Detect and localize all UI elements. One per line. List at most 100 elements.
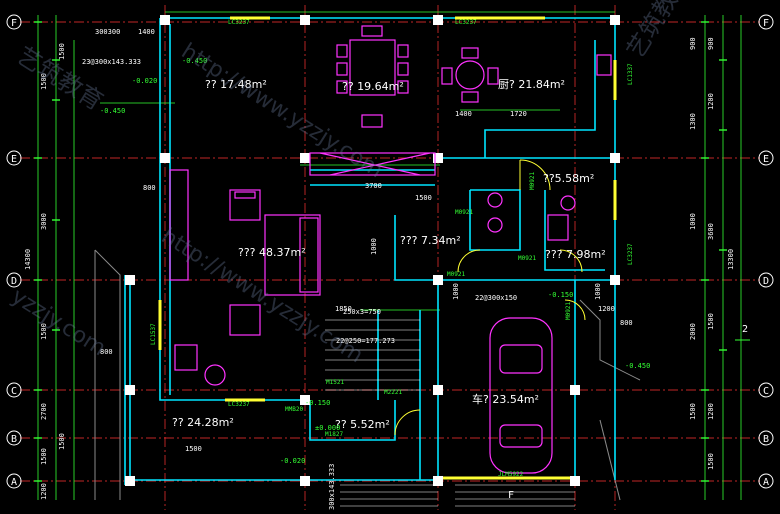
dim-text: 1500 (185, 445, 202, 453)
annotations: 250x3=750 22@250=177.273 22@300x150 23@3… (82, 19, 750, 510)
dim-text: 1400 (455, 110, 472, 118)
dim-text: 3700 (365, 182, 382, 190)
watermark-text: http://www.yzzjy.com (177, 39, 387, 183)
axis-label: C (11, 386, 17, 397)
level-mark: ±0.000 (315, 424, 340, 432)
axis-bubble: F (758, 14, 774, 30)
axis-label: A (763, 477, 769, 488)
door-tag: M0921 (565, 302, 572, 320)
dim-text: 1400 (138, 28, 155, 36)
axis-label: C (763, 386, 769, 397)
dim-text: 1720 (510, 110, 527, 118)
door-tag: M1521 (326, 379, 344, 386)
axis-bubble: C (758, 382, 774, 398)
window-tag: LC3237 (455, 19, 477, 26)
stair-label: 22@250=177.273 (336, 337, 395, 345)
room-label-terrace: ?? 24.28m² (172, 416, 234, 429)
dim-text: 1200 (707, 93, 715, 110)
dim-text: 1500 (40, 73, 48, 90)
axis-label: E (11, 154, 17, 165)
dimension-lines (34, 11, 742, 500)
dim-text: 900 (689, 37, 697, 50)
level-mark: -0.450 (100, 107, 125, 115)
window-tag: LC1337 (627, 63, 634, 85)
dim-text: 1500 (707, 313, 715, 330)
column-spec-label: 23@300x143.333 (82, 58, 141, 66)
stair-label: 22@300x150 (475, 294, 517, 302)
dim-text: 1200 (707, 403, 715, 420)
axis-bubble: A (6, 473, 22, 489)
door-tag: M2221 (384, 389, 402, 396)
dim-text: 1000 (452, 283, 460, 300)
axis-label: B (763, 434, 769, 445)
room-label-bath: ??5.58m² (543, 172, 594, 185)
column-spec-label: 300x143.333 (328, 464, 336, 510)
axis-bubble: E (6, 150, 22, 166)
door-tag: M0921 (529, 172, 536, 190)
axis-bubble: E (758, 150, 774, 166)
dim-text: 1200 (40, 483, 48, 500)
dim-text: 1300 (689, 113, 697, 130)
dim-text: 1500 (58, 433, 66, 450)
dim-text: 1500 (40, 323, 48, 340)
dim-text: 1000 (689, 213, 697, 230)
doors-windows (158, 16, 617, 480)
window-tag: LC3237 (228, 19, 250, 26)
axis-bubble: D (6, 272, 22, 288)
axis-label: F (11, 18, 17, 29)
axis-bubbles-left: F E D C B A (6, 14, 22, 489)
level-mark: -0.450 (625, 362, 650, 370)
dim-text: 800 (143, 184, 156, 192)
door-tag: M0921 (518, 255, 536, 262)
dim-text: 1200 (598, 305, 615, 313)
door-tag: M0921 (447, 271, 465, 278)
axis-bubble: C (6, 382, 22, 398)
axis-bubble: A (758, 473, 774, 489)
dim-text: 1000 (594, 283, 602, 300)
dim-text: 1500 (40, 448, 48, 465)
dim-text: 1850 (335, 305, 352, 313)
axis-bubbles-right: F E D C B A (758, 14, 774, 489)
room-label-storage: ??? 7.98m² (545, 248, 606, 261)
axis-bubble: D (758, 272, 774, 288)
window-tag: LC3237 (627, 243, 634, 265)
level-mark: -0.450 (182, 57, 207, 65)
level-mark: -0.020 (132, 77, 157, 85)
room-label-garage: 车? 23.54m² (472, 392, 539, 406)
axis-label: D (763, 276, 769, 287)
dim-text: 13300 (727, 249, 735, 270)
dim-text: 300300 (95, 28, 120, 36)
columns (125, 15, 620, 486)
level-mark: -0.150 (305, 399, 330, 407)
axis-bubble: B (758, 430, 774, 446)
door-tag: M1827 (325, 431, 343, 438)
dim-text: 1500 (415, 194, 432, 202)
axis-bubble: F (6, 14, 22, 30)
door-f-label: F (508, 490, 514, 501)
dim-text: 3600 (707, 223, 715, 240)
dim-text: 3000 (40, 213, 48, 230)
dim-text: 14300 (24, 249, 32, 270)
axis-label: A (11, 477, 17, 488)
axis-label: D (11, 276, 17, 287)
garage-door-tag: JLM5922 (498, 471, 524, 478)
stairs (325, 319, 575, 507)
axis-label: F (763, 18, 769, 29)
door-tag: MMB20 (285, 406, 303, 413)
watermark-text: 艺筑教育 (621, 0, 696, 63)
section-marker: 2 (742, 324, 748, 335)
level-mark: -0.150 (548, 291, 573, 299)
axis-bubble: B (6, 430, 22, 446)
dim-text: 2000 (689, 323, 697, 340)
door-tag: M0921 (455, 209, 473, 216)
dim-text: 2700 (40, 403, 48, 420)
room-label-dining: ?? 19.64m² (342, 80, 404, 93)
level-mark: -0.020 (280, 457, 305, 465)
axis-label: E (763, 154, 769, 165)
dim-text: 1500 (58, 43, 66, 60)
dim-text: 1500 (707, 453, 715, 470)
stair-label: 250x3=750 (343, 308, 381, 316)
dim-text: 800 (620, 319, 633, 327)
dimension-text: 1500 3000 1500 2700 1500 1200 14300 1500… (24, 28, 735, 500)
